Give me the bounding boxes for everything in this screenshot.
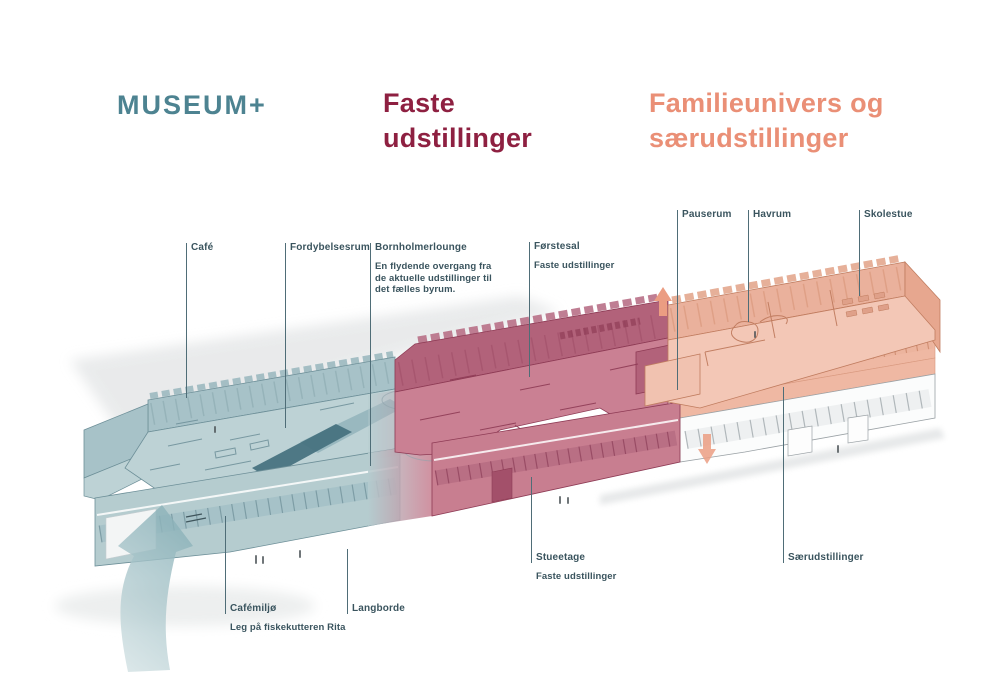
fordybelsesrum-label: Fordybelsesrum [290,242,370,253]
down-flow-arrow-icon [698,434,716,464]
cafe-label: Café [191,242,214,253]
cafe-leader-line [186,243,187,398]
skolestue-label: Skolestue [864,209,913,220]
saerudstillinger-label: Særudstillinger [788,552,864,563]
havrum-leader-line [748,210,749,322]
up-flow-arrow-icon [654,287,672,316]
foerstesal-label: Førstesal [534,241,580,252]
stueetage-sublabel: Faste udstillinger [536,571,617,582]
havrum-label: Havrum [753,209,792,220]
legend-museum-plus: MUSEUM+ [117,90,267,120]
cafemiljoe-sublabel: Leg på fiskekutteren Rita [230,622,346,633]
skolestue-leader-line [859,210,860,296]
bornholmerlounge-sublabel: En flydende overgang fra de aktuelle uds… [375,261,492,296]
bornholmerlounge-leader-line [370,243,371,466]
cafemiljoe-label: Cafémiljø [230,603,277,614]
pauserum-label: Pauserum [682,209,732,220]
legend-faste-udstillinger: Faste udstillinger [383,88,533,154]
foerstesal-sublabel: Faste udstillinger [534,260,615,271]
people-figures [214,331,839,564]
langborde-label: Langborde [352,603,406,614]
cafemiljoe-leader-line [225,516,226,614]
foerstesal-leader-line [529,242,530,377]
langborde-leader-line [347,549,348,614]
legend-familieunivers: Familieunivers og særudstillinger [649,88,884,154]
fordybelsesrum-leader-line [285,243,286,428]
zone-familieunivers [644,254,941,409]
saerudstillinger-leader-line [783,387,784,563]
stueetage-leader-line [531,477,532,563]
pauserum-leader-line [677,210,678,390]
entrance-flow-arrow-icon [118,505,193,672]
bornholmerlounge-label: Bornholmerlounge [375,242,467,253]
stueetage-label: Stueetage [536,552,586,563]
